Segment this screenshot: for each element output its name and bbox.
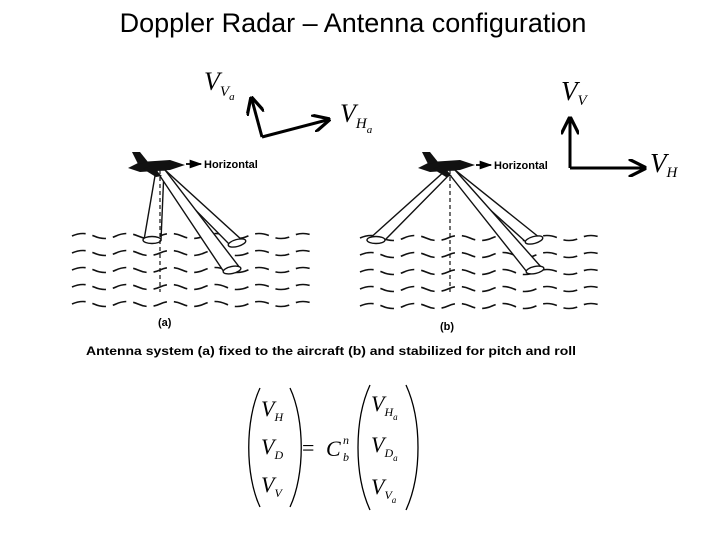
beam-b1-footprint xyxy=(366,235,386,245)
fixed-vertical-axis-line xyxy=(252,100,262,138)
beam-b2-footprint xyxy=(524,235,544,245)
slide-title: Doppler Radar – Antenna configuration xyxy=(119,8,587,38)
lhs-row-1: VH xyxy=(261,396,284,424)
horizontal-label-b: Horizontal xyxy=(494,160,548,172)
aircraft-a-icon xyxy=(128,152,185,177)
figure-caption: Antenna system (a) fixed to the aircraft… xyxy=(86,344,576,358)
aircraft-b-icon xyxy=(418,152,475,177)
equation: VH VD VV = C n b VHa VDa VVa xyxy=(248,384,419,511)
sea-waves-right xyxy=(359,234,603,310)
lhs-row-2: VD xyxy=(261,434,283,462)
beam-a3 xyxy=(154,169,242,273)
rhs-row-1: VHa xyxy=(371,391,398,422)
rhs-row-3: VVa xyxy=(371,474,397,505)
beam-a2-footprint xyxy=(227,238,247,248)
dcm-subscript: b xyxy=(343,450,349,464)
beam-a1-footprint xyxy=(142,235,162,245)
rhs-right-paren xyxy=(405,384,419,511)
beam-a3-footprint xyxy=(222,265,242,275)
beams-a xyxy=(142,169,247,275)
lhs-left-paren xyxy=(248,387,261,508)
dcm-symbol: C xyxy=(326,436,341,461)
panel-a: Horizontal (a) xyxy=(128,152,258,329)
lhs-right-paren xyxy=(289,387,302,508)
beam-a1 xyxy=(143,169,165,241)
fixed-axes: VVa VHa xyxy=(204,67,373,139)
panel-b: Horizontal (b) xyxy=(366,152,548,333)
beams-b xyxy=(366,169,545,275)
horizontal-label-a: Horizontal xyxy=(204,159,258,171)
fixed-horizontal-axis-line xyxy=(261,120,327,139)
dcm-superscript: n xyxy=(343,433,349,447)
equals-sign: = xyxy=(302,435,314,460)
sea-waves-left xyxy=(71,232,315,308)
rhs-left-paren xyxy=(357,384,371,511)
panel-b-caption: (b) xyxy=(440,321,454,333)
rhs-row-2: VDa xyxy=(371,432,398,463)
beam-b3 xyxy=(444,169,544,273)
fixed-vertical-axis-label: VVa xyxy=(204,67,235,103)
panel-a-caption: (a) xyxy=(158,317,172,329)
fixed-horizontal-axis-label: VHa xyxy=(340,99,373,136)
nav-axes: VV VH xyxy=(561,76,679,181)
beam-b1 xyxy=(366,169,456,241)
lhs-row-3: VV xyxy=(261,472,283,500)
nav-vertical-axis-label: VV xyxy=(561,76,589,109)
beam-b3-footprint xyxy=(525,265,545,275)
nav-horizontal-axis-label: VH xyxy=(650,148,679,181)
